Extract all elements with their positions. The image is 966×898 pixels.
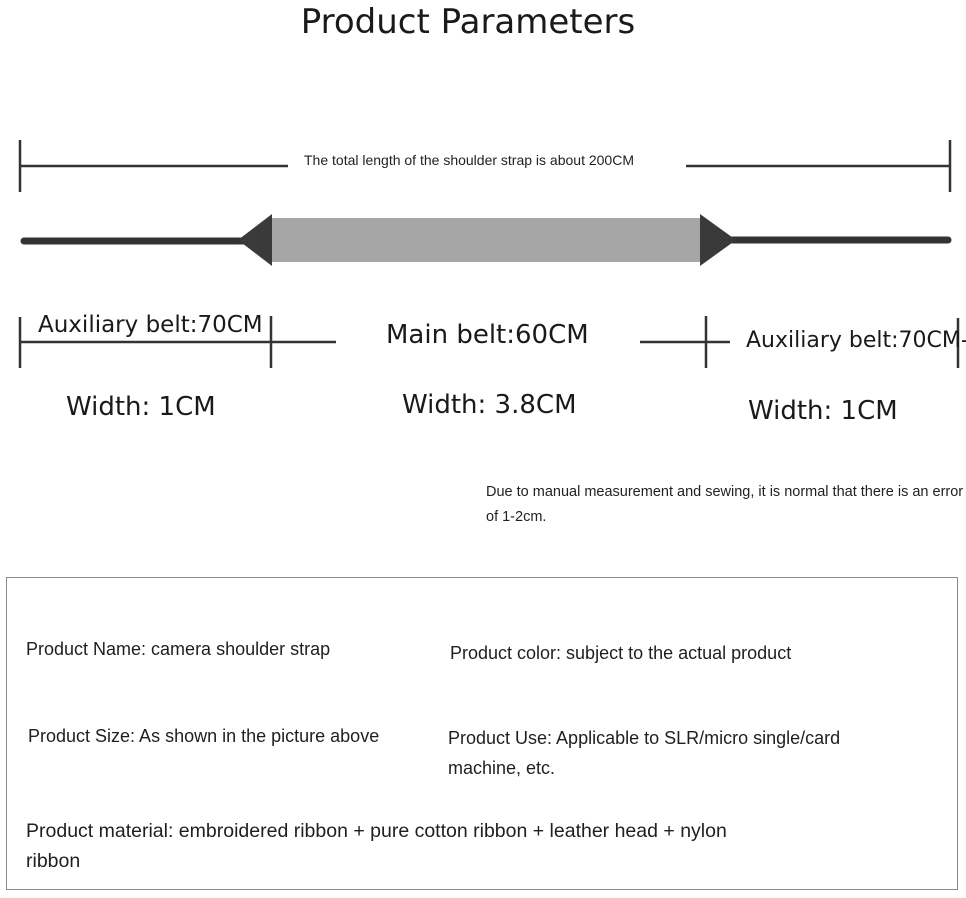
- measurement-note: Due to manual measurement and sewing, it…: [486, 484, 964, 525]
- spec-product-material: Product material: embroidered ribbon + p…: [26, 820, 727, 872]
- right-leather-head: [700, 214, 736, 266]
- segment-dimensions: [18, 316, 960, 368]
- left-auxiliary-belt-width: Width: 1CM: [66, 392, 216, 422]
- spec-product-name: Product Name: camera shoulder strap: [26, 639, 331, 659]
- left-auxiliary-belt-label: Auxiliary belt:70CM: [38, 312, 263, 338]
- strap-illustration: [20, 214, 952, 266]
- main-belt: [270, 218, 702, 262]
- total-length-dimension: [18, 140, 952, 192]
- spec-product-color: Product color: subject to the actual pro…: [450, 643, 792, 663]
- main-belt-width: Width: 3.8CM: [402, 390, 577, 420]
- total-length-label: The total length of the shoulder strap i…: [304, 152, 634, 168]
- right-auxiliary-belt-label: Auxiliary belt:70CM-: [746, 328, 966, 353]
- spec-product-size: Product Size: As shown in the picture ab…: [28, 726, 380, 746]
- spec-product-use: Product Use: Applicable to SLR/micro sin…: [448, 728, 841, 778]
- page-title: Product Parameters: [300, 2, 636, 42]
- right-auxiliary-belt-width: Width: 1CM: [748, 396, 898, 426]
- left-leather-head: [238, 214, 272, 266]
- main-belt-label: Main belt:60CM: [386, 320, 589, 350]
- product-spec-box: [6, 577, 958, 890]
